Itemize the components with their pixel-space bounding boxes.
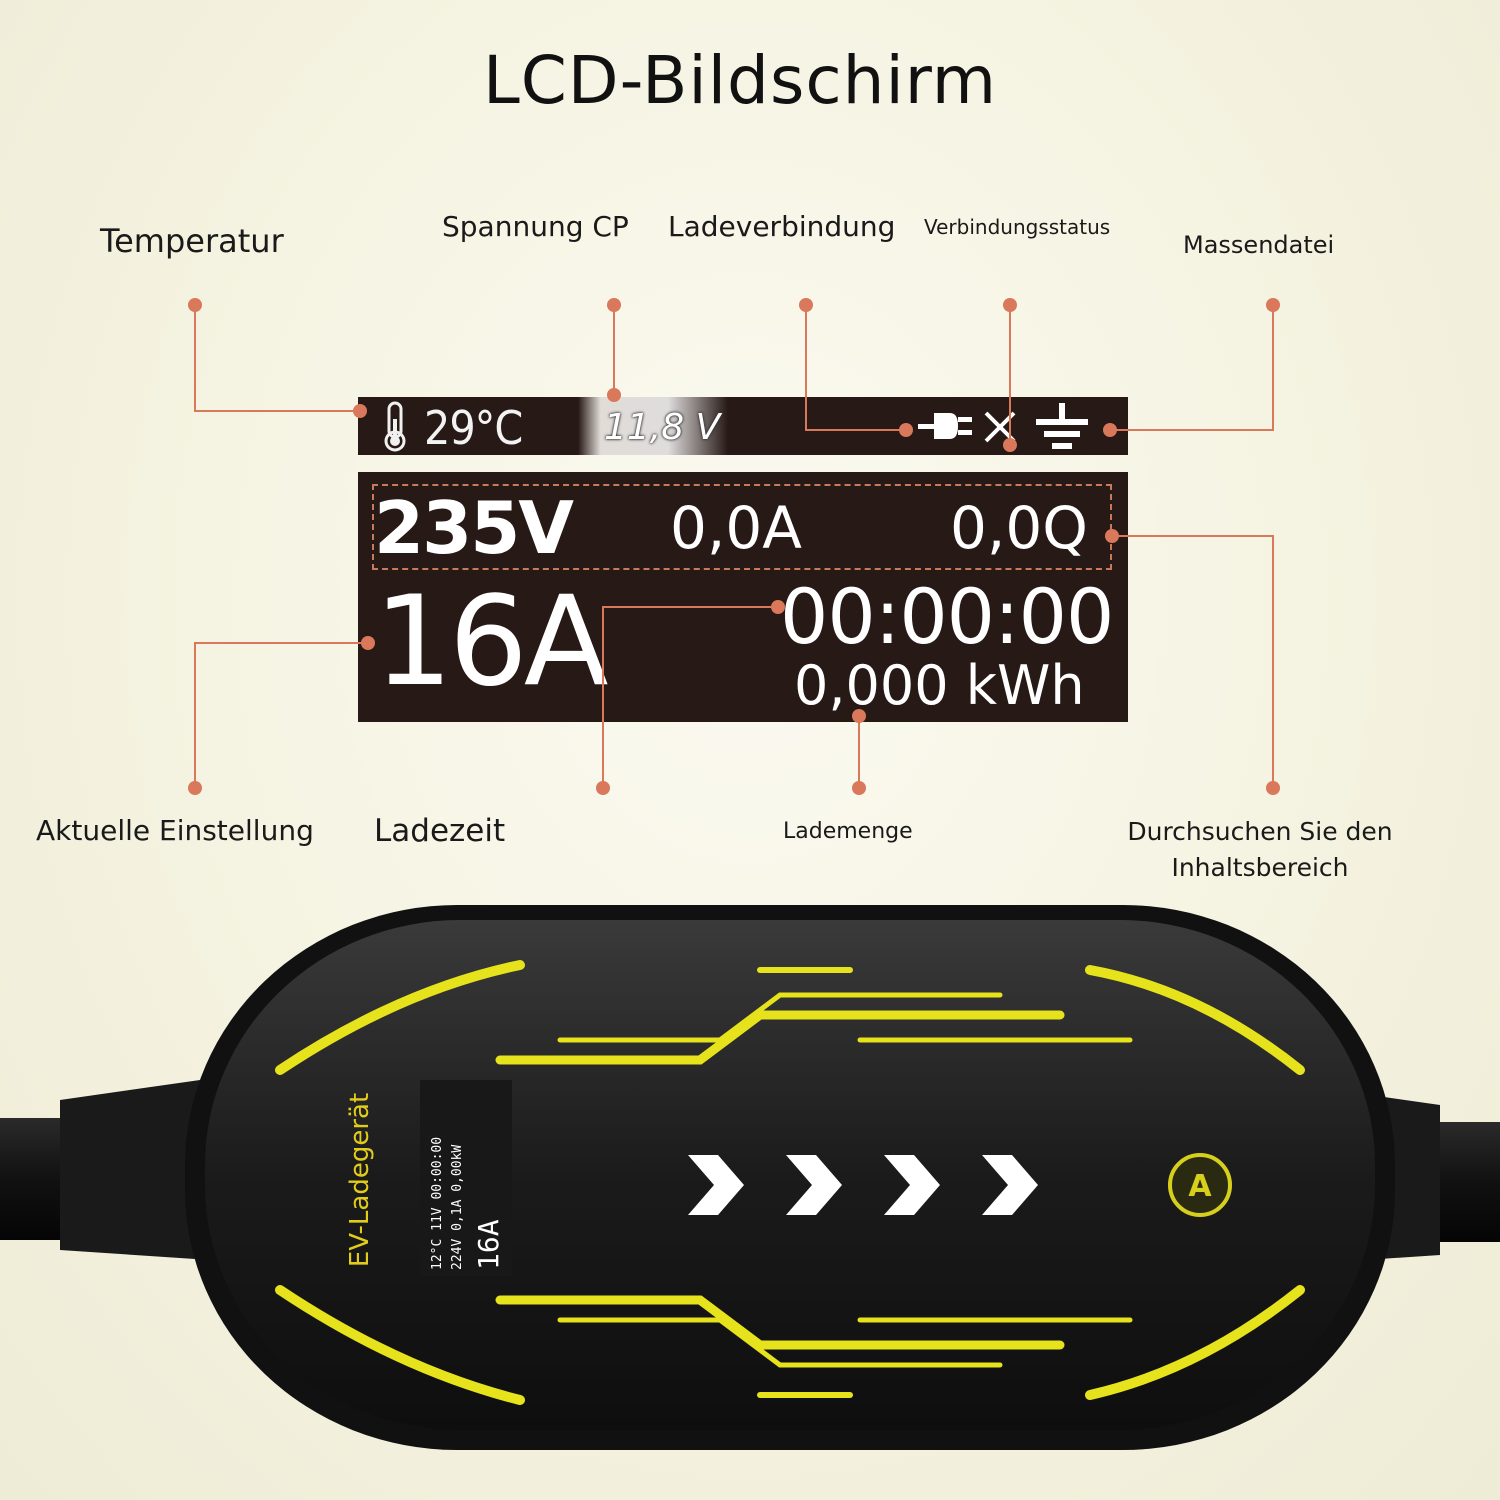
q-value: 0,0Q — [950, 494, 1088, 562]
dot — [596, 781, 610, 795]
dot — [899, 423, 913, 437]
ev-charger-device: A — [0, 905, 1500, 1450]
voltage-value: 235V — [374, 486, 574, 570]
plug-icon — [918, 413, 972, 439]
strain-relief-left — [60, 1080, 210, 1260]
device-label: EV-Ladegerät — [345, 1092, 375, 1268]
leader-ladezeit — [602, 606, 778, 788]
energy-value: 0,000 kWh — [794, 654, 1085, 717]
dot — [799, 298, 813, 312]
dot — [188, 781, 202, 795]
dot — [852, 709, 866, 723]
dot — [607, 298, 621, 312]
arrow-1 — [688, 1155, 744, 1215]
arrow-2 — [786, 1155, 842, 1215]
set-current-value: 16A — [374, 570, 609, 714]
label-aktuelle-einstellung: Aktuelle Einstellung — [36, 814, 314, 847]
dot — [607, 388, 621, 402]
label-temperatur: Temperatur — [100, 222, 284, 260]
temperature-value: 29°C — [424, 401, 523, 455]
label-durchsuchen: Durchsuchen Sie den Inhaltsbereich — [1127, 817, 1393, 882]
label-verbindungsstatus: Verbindungsstatus — [924, 215, 1111, 239]
a-button — [1168, 1153, 1232, 1217]
lcd-main-display: 235V 0,0A 0,0Q 16A 00:00:00 0,000 kWh — [358, 472, 1128, 722]
dot — [353, 404, 367, 418]
dot — [1003, 438, 1017, 452]
lcd-status-strip: 29°C 11,8 V — [358, 397, 1128, 455]
arrow-4 — [982, 1155, 1038, 1215]
dot — [1103, 423, 1117, 437]
charge-time-value: 00:00:00 — [780, 572, 1114, 661]
dot — [361, 636, 375, 650]
progress-arrows — [688, 1155, 1038, 1215]
leader-massendatei — [1110, 305, 1274, 431]
leader-ladeverbindung — [805, 305, 906, 431]
dot — [852, 781, 866, 795]
leader-aktuelle-einstellung — [194, 642, 368, 788]
yellow-stripes — [275, 960, 1305, 1405]
mini-lcd-line1: 16A — [472, 1219, 505, 1270]
a-button-letter: A — [1188, 1169, 1212, 1204]
mini-lcd-line2: 224V 0,1A 0,00kW — [450, 1144, 465, 1270]
dot — [1266, 781, 1280, 795]
arrow-3 — [884, 1155, 940, 1215]
cp-voltage-value: 11,8 V — [604, 407, 721, 448]
dot — [188, 298, 202, 312]
label-ladezeit: Ladezeit — [374, 813, 506, 849]
label-spannung-cp: Spannung CP — [442, 210, 629, 243]
device-mini-lcd: 16A 224V 0,1A 0,00kW 12°C 11V 00:00:00 — [420, 1080, 512, 1276]
thermometer-icon — [384, 401, 406, 452]
label-lademenge: Lademenge — [783, 819, 913, 844]
leader-durchsuchen — [1112, 535, 1274, 788]
status-dashed-frame — [372, 484, 1112, 570]
dot — [771, 600, 785, 614]
dot — [1105, 529, 1119, 543]
current-value: 0,0A — [670, 494, 802, 562]
cp-highlight-band — [578, 397, 728, 455]
ground-icon — [1036, 403, 1088, 449]
label-ladeverbindung: Ladeverbindung — [668, 210, 896, 243]
dot — [1266, 298, 1280, 312]
label-massendatei: Massendatei — [1183, 231, 1335, 259]
page-title: LCD-Bildschirm — [482, 42, 998, 119]
mini-lcd-line3: 12°C 11V 00:00:00 — [430, 1136, 445, 1270]
leader-temperatur — [194, 305, 360, 412]
dot — [1003, 298, 1017, 312]
